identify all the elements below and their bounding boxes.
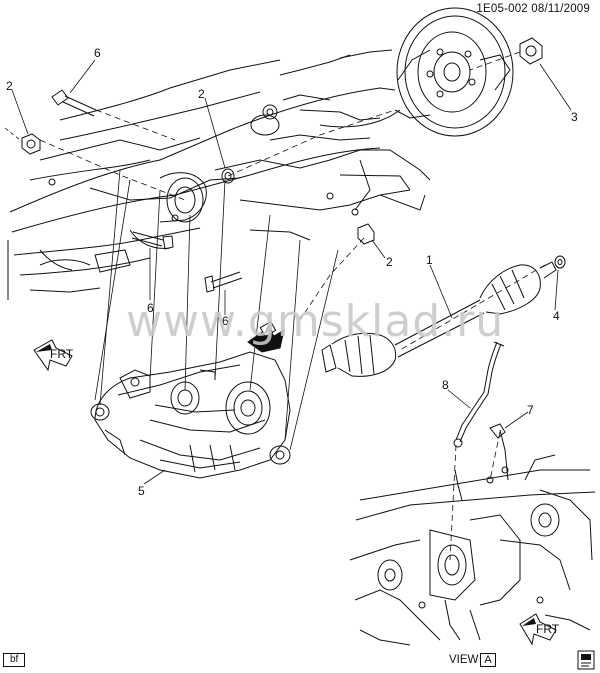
- callout-2-center: 2: [198, 87, 205, 101]
- service-manual-icon: [577, 650, 595, 670]
- view-a-arrow-letter: A: [265, 322, 273, 336]
- rear-cradle: [7, 49, 431, 300]
- drive-axle: [321, 255, 566, 377]
- callout-5: 5: [138, 484, 145, 498]
- view-letter: A: [480, 653, 496, 667]
- differential-carrier: [90, 351, 291, 479]
- diagram-header: 1E05-002 08/11/2009: [476, 3, 590, 15]
- brake-rotor-hub: [394, 7, 514, 137]
- callout-8: 8: [442, 378, 449, 392]
- diagram-ref: 1E05-002: [476, 3, 528, 15]
- callout-2-right: 2: [386, 255, 393, 269]
- inset-view-a: [349, 429, 596, 646]
- callout-4: 4: [553, 309, 560, 323]
- callout-7: 7: [527, 403, 534, 417]
- fasteners: [21, 37, 543, 293]
- callout-1: 1: [426, 253, 433, 267]
- front-arrow-left: FRT: [33, 339, 74, 372]
- callout-6-lower: 6: [222, 314, 229, 328]
- diagram-date: 08/11/2009: [531, 3, 590, 15]
- vent-hose: [453, 341, 506, 448]
- watermark: www.gmsklad.ru: [126, 296, 505, 347]
- callout-2-left: 2: [6, 79, 13, 93]
- view-a-arrow: A: [247, 320, 285, 353]
- front-arrow-inset-label: FRT: [536, 622, 560, 636]
- callout-6-mid: 6: [147, 301, 154, 315]
- footer-code: bf: [3, 653, 26, 667]
- callout-3: 3: [571, 110, 578, 124]
- front-arrow-left-label: FRT: [50, 347, 74, 361]
- callout-6-top: 6: [94, 46, 101, 60]
- view-prefix: VIEW: [449, 654, 479, 666]
- front-arrow-inset: FRT: [519, 613, 560, 646]
- callout-numbers: 6 2 2 3 2 1 4 6 6 8 7 5: [6, 46, 578, 498]
- leader-lines: [4, 51, 572, 561]
